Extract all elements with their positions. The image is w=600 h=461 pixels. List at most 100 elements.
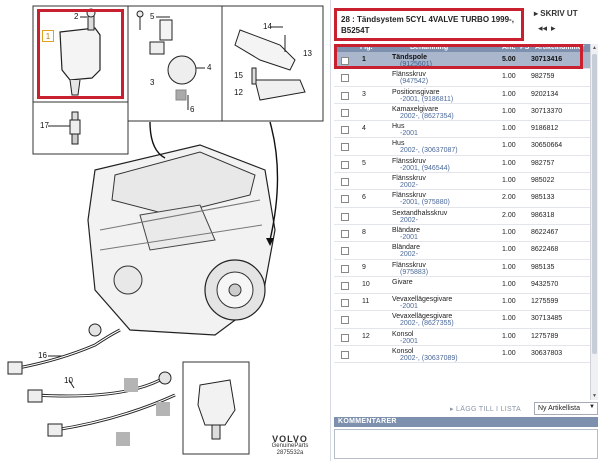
- row-checkbox[interactable]: [341, 91, 349, 100]
- row-article-number[interactable]: 30637803: [531, 350, 563, 358]
- row-article-number[interactable]: 9432570: [531, 280, 559, 288]
- row-name: Vevaxellägesgivare: [392, 296, 453, 304]
- row-subtext: -2001: [400, 303, 418, 311]
- group-title: 28 : Tändsystem 5CYL 4VALVE TURBO 1999-,…: [334, 8, 524, 41]
- callout-3: 3: [150, 78, 155, 87]
- col-fig[interactable]: Fig.: [360, 44, 373, 51]
- row-article-number[interactable]: 982757: [531, 159, 555, 167]
- comments-section: KOMMENTARER: [334, 417, 598, 461]
- row-checkbox[interactable]: [341, 160, 349, 169]
- row-name: Flänsskruv: [392, 157, 426, 165]
- row-subtext: 2002-, (30637089): [400, 355, 458, 363]
- col-name[interactable]: Benämning: [410, 44, 449, 51]
- row-article-number[interactable]: 985135: [531, 263, 555, 271]
- row-name: Flänsskruv: [392, 71, 426, 79]
- callout-14: 14: [263, 22, 272, 31]
- row-checkbox[interactable]: [341, 264, 349, 273]
- list-actions: ▸ LÄGG TILL I LISTA Ny Artikellista ▼: [334, 402, 598, 416]
- row-checkbox[interactable]: [341, 247, 349, 256]
- row-article-number[interactable]: 1275599: [531, 298, 559, 306]
- next-page-icon[interactable]: ▸: [551, 23, 556, 33]
- row-article-number[interactable]: 1275789: [531, 332, 559, 340]
- row-fig: 4: [362, 125, 366, 133]
- scroll-up-icon[interactable]: ▲: [592, 45, 597, 51]
- print-button[interactable]: ▸ SKRIV UT: [534, 9, 578, 18]
- row-fig: 1: [362, 56, 366, 63]
- row-checkbox[interactable]: [341, 57, 349, 65]
- row-checkbox[interactable]: [341, 351, 349, 360]
- highlight-coil-group: [37, 9, 124, 99]
- row-checkbox[interactable]: [341, 74, 349, 83]
- row-article-number[interactable]: 30713416: [531, 56, 563, 63]
- col-ps[interactable]: PS: [520, 44, 530, 51]
- row-article-number[interactable]: 9186812: [531, 125, 559, 133]
- row-checkbox[interactable]: [341, 143, 349, 152]
- row-article-number[interactable]: 30650664: [531, 142, 563, 150]
- row-checkbox[interactable]: [341, 333, 349, 342]
- row-article-number[interactable]: 985022: [531, 177, 555, 185]
- row-article-number[interactable]: 9202134: [531, 90, 559, 98]
- row-checkbox[interactable]: [341, 212, 349, 221]
- row-article-number[interactable]: 986318: [531, 211, 555, 219]
- row-article-number[interactable]: 30713370: [531, 107, 563, 115]
- article-list-select[interactable]: Ny Artikellista ▼: [534, 402, 598, 415]
- row-article-number[interactable]: 8622468: [531, 246, 559, 254]
- row-article-number[interactable]: 982759: [531, 73, 555, 81]
- row-article-number[interactable]: 8622467: [531, 228, 559, 236]
- row-checkbox[interactable]: [341, 229, 349, 238]
- row-subtext: (975883): [400, 268, 429, 276]
- scroll-thumb[interactable]: [592, 54, 597, 354]
- row-article-number[interactable]: 985133: [531, 194, 555, 202]
- row-subtext: 2002-: [400, 251, 418, 259]
- add-to-list-button[interactable]: ▸ LÄGG TILL I LISTA: [450, 406, 521, 413]
- table-header: Fig. Benämning Ant. PS Artikelnummer: [334, 44, 590, 52]
- row-name: Tändspole: [392, 54, 428, 61]
- col-art[interactable]: Artikelnummer: [535, 44, 585, 51]
- row-quantity: 1.00: [502, 125, 516, 133]
- callout-16: 16: [38, 351, 47, 360]
- group-title-line1: 28 : Tändsystem 5CYL 4VALVE TURBO 1999-,: [341, 15, 514, 24]
- row-quantity: 1.00: [502, 350, 516, 358]
- row-checkbox[interactable]: [341, 281, 349, 290]
- row-checkbox[interactable]: [341, 126, 349, 135]
- row-subtext: -2001: [400, 130, 418, 138]
- row-subtext: 2002-, (8627355): [400, 320, 454, 328]
- callout-2: 2: [74, 12, 79, 21]
- row-quantity: 1.00: [502, 90, 516, 98]
- scroll-down-icon[interactable]: ▼: [592, 393, 597, 399]
- row-checkbox[interactable]: [341, 178, 349, 187]
- row-quantity: 1.00: [502, 280, 516, 288]
- row-checkbox[interactable]: [341, 299, 349, 308]
- row-article-number[interactable]: 30713485: [531, 315, 563, 323]
- previous-page-icon[interactable]: ◂◂: [538, 23, 548, 33]
- row-checkbox[interactable]: [341, 108, 349, 117]
- comments-textarea[interactable]: [334, 429, 598, 459]
- callout-12: 12: [234, 88, 243, 97]
- row-checkbox[interactable]: [341, 195, 349, 204]
- row-checkbox[interactable]: [341, 316, 349, 325]
- row-name: Konsol: [392, 348, 414, 356]
- col-qty[interactable]: Ant.: [502, 44, 516, 51]
- row-name: Flänsskruv: [392, 261, 426, 269]
- row-quantity: 1.00: [502, 177, 516, 185]
- table-scrollbar[interactable]: ▲ ▼: [590, 44, 598, 400]
- callout-5: 5: [150, 12, 155, 21]
